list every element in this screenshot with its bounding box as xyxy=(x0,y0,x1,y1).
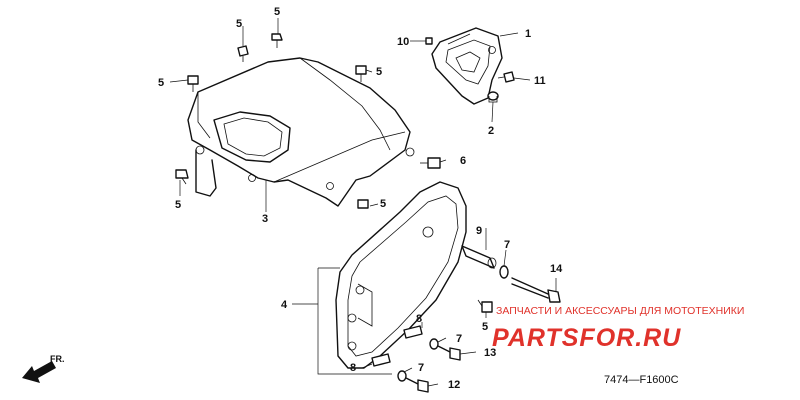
callout-8-lower: 8 xyxy=(350,362,356,374)
callout-8-upper: 8 xyxy=(416,313,422,325)
watermark-subtitle: ЗАПЧАСТИ И АКСЕССУАРЫ ДЛЯ МОТОТЕХНИКИ xyxy=(496,305,744,317)
screw-part xyxy=(271,33,283,48)
callout-5-bottom-left: 5 xyxy=(175,199,181,211)
watermark: ЗАПЧАСТИ И АКСЕССУАРЫ ДЛЯ МОТОТЕХНИКИ PA… xyxy=(492,305,744,352)
callout-14: 14 xyxy=(550,263,563,275)
callout-5-upper-left: 5 xyxy=(236,18,242,30)
front-direction-label: FR. xyxy=(50,354,65,364)
long-bolt-part xyxy=(511,277,561,303)
callout-7-upper: 7 xyxy=(504,239,510,251)
screw-parts xyxy=(175,33,515,313)
collar-part xyxy=(461,245,497,269)
grommet-part xyxy=(487,91,499,103)
screw-part xyxy=(355,65,367,82)
flange-bolt-part xyxy=(405,345,461,393)
spacer-part xyxy=(371,325,423,367)
screw-part xyxy=(477,299,493,313)
upper-cover-part xyxy=(187,57,415,207)
side-cover-part xyxy=(335,181,467,369)
screw-part xyxy=(237,45,249,62)
callout-7-middle: 7 xyxy=(456,333,462,345)
screw-part xyxy=(357,199,369,209)
front-direction-arrow: FR. xyxy=(22,354,65,383)
screw-part xyxy=(175,169,189,185)
callout-5-left: 5 xyxy=(158,77,164,89)
callout-1: 1 xyxy=(525,28,531,40)
screw-part xyxy=(425,37,433,45)
callout-labels: 1 2 3 4 5 5 5 5 5 5 5 6 7 7 7 8 8 9 10 1… xyxy=(158,6,563,391)
screw-part xyxy=(187,75,199,92)
screw-part xyxy=(420,157,441,169)
callout-6: 6 xyxy=(460,155,466,167)
callout-2: 2 xyxy=(488,125,494,137)
callout-11: 11 xyxy=(534,75,546,87)
callout-9: 9 xyxy=(476,225,482,237)
callout-10: 10 xyxy=(397,36,409,48)
callout-13: 13 xyxy=(484,347,496,359)
diagram-code: 7474—F1600C xyxy=(604,374,679,386)
callout-3: 3 xyxy=(262,213,268,225)
washer-part xyxy=(397,265,509,382)
callout-5-center: 5 xyxy=(380,198,386,210)
callout-5-right: 5 xyxy=(376,66,382,78)
watermark-brand: PARTSFOR.RU xyxy=(492,324,681,352)
screw-part xyxy=(497,71,515,83)
callout-4: 4 xyxy=(281,299,288,311)
leader-lines xyxy=(169,18,557,387)
callout-7-lower: 7 xyxy=(418,362,424,374)
callout-5-top: 5 xyxy=(274,6,280,18)
callout-5-lower: 5 xyxy=(482,321,488,333)
callout-12: 12 xyxy=(448,379,460,391)
